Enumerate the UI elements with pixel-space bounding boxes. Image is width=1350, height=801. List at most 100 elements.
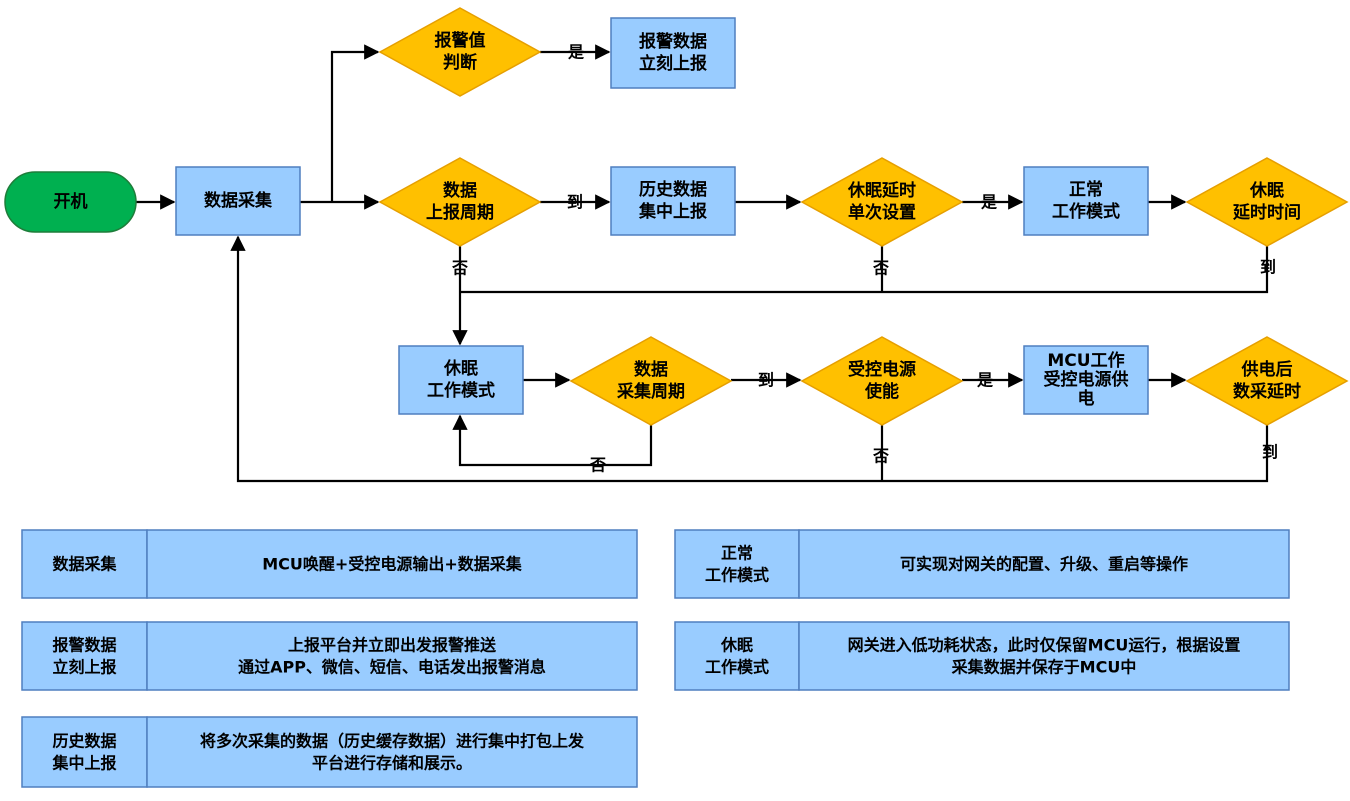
decision-diamond [569, 336, 733, 426]
legend-desc: 通过APP、微信、短信、电话发出报警消息 [238, 658, 546, 677]
legend-term: 数据采集 [52, 555, 117, 574]
node-label: 受控电源 [848, 359, 916, 380]
legend-term: 正常 [721, 544, 753, 563]
node-label: 休眠 [1249, 180, 1284, 201]
process-box [175, 166, 301, 236]
edge-label-no: 否 [589, 456, 606, 475]
node-label: 判断 [443, 52, 477, 73]
node-collect: 数据采集 [175, 166, 301, 236]
node-label: 数据采集 [204, 190, 273, 211]
node-label: 工作模式 [1052, 201, 1120, 222]
node-label: 上报周期 [426, 202, 494, 223]
legend-term: 报警数据 [52, 636, 116, 655]
edge-label-yes: 是 [980, 193, 997, 212]
legend-term-cell [21, 716, 148, 788]
legend-desc-cell [798, 529, 1290, 599]
legend-desc: 上报平台并立即出发报警推送 [288, 636, 497, 655]
legend-term: 工作模式 [705, 658, 769, 677]
legend-term-cell [674, 529, 800, 599]
process-box [610, 166, 736, 236]
edge-label-no: 否 [872, 447, 889, 466]
decision-diamond [378, 7, 542, 97]
node-label: 开机 [54, 191, 88, 212]
decision-diamond [1185, 336, 1349, 426]
legend-term-cell [21, 529, 148, 599]
decision-diamond [1185, 157, 1349, 247]
edge-delay-time-arrive [460, 246, 1269, 294]
legend-desc-cell [146, 529, 638, 599]
node-label: 电 [1078, 388, 1095, 409]
legend-desc-cell [146, 716, 638, 788]
legend-desc-cell [146, 621, 638, 691]
node-label: 受控电源供 [1044, 369, 1129, 390]
process-box [1023, 166, 1149, 236]
edge-power-delay-arrive [230, 235, 1269, 483]
process-box [398, 345, 524, 415]
legend-desc: 采集数据并保存于MCU中 [951, 658, 1137, 677]
node-label: 供电后 [1241, 359, 1293, 380]
legend-term: 立刻上报 [52, 658, 116, 677]
node-label: 休眠延时 [847, 180, 916, 201]
edge-collect-cycle-no [452, 414, 653, 467]
node-label: 延时时间 [1232, 202, 1301, 223]
decision-diamond [800, 336, 964, 426]
process-box [610, 17, 736, 89]
legend-desc: 网关进入低功耗状态，此时仅保留MCU运行，根据设置 [848, 636, 1241, 655]
edge-label-arrive: 到 [758, 371, 774, 390]
node-start: 开机 [4, 171, 137, 233]
node-label: 正常 [1069, 179, 1103, 200]
node-label: 单次设置 [848, 202, 916, 223]
legend-term: 休眠 [720, 636, 753, 655]
legend-term: 工作模式 [705, 566, 769, 585]
edge-labels: 是到是否否到到是否否到 [451, 43, 1278, 475]
edge-label-no: 否 [872, 259, 889, 278]
nodes: 开机数据采集报警值判断报警数据立刻上报数据上报周期历史数据集中上报休眠延时单次设… [4, 7, 1349, 426]
legend-desc: 可实现对网关的配置、升级、重启等操作 [900, 555, 1188, 574]
node-label: 数据 [443, 180, 477, 201]
legend-term: 集中上报 [51, 754, 116, 773]
process-box [1023, 345, 1149, 415]
legend-desc: 平台进行存储和展示。 [312, 754, 472, 773]
node-label: 立刻上报 [639, 53, 707, 74]
edges [136, 44, 1269, 483]
legend-desc-cell [798, 621, 1290, 691]
edge-label-yes: 是 [976, 371, 993, 390]
node-label: 集中上报 [638, 201, 707, 222]
edge-label-arrive: 到 [567, 193, 583, 212]
node-label: 报警数据 [639, 31, 707, 52]
legend-desc: MCU唤醒+受控电源输出+数据采集 [262, 555, 522, 574]
legend-term-cell [674, 621, 800, 691]
node-label: 工作模式 [427, 380, 495, 401]
edge-label-yes: 是 [567, 43, 584, 62]
node-label: MCU工作 [1047, 350, 1124, 371]
node-label: 数采延时 [1233, 381, 1301, 402]
node-label: 报警值 [435, 30, 486, 51]
terminal-shape [4, 171, 137, 233]
legend-desc: 将多次采集的数据（历史缓存数据）进行集中打包上发 [200, 732, 585, 751]
legend-row: 数据采集 MCU唤醒+受控电源输出+数据采集 [21, 529, 638, 599]
node-label: 休眠 [443, 358, 478, 379]
edge-label-arrive: 到 [1260, 258, 1276, 277]
node-label: 历史数据 [639, 179, 707, 200]
node-label: 使能 [864, 381, 899, 402]
legend-term: 历史数据 [52, 732, 116, 751]
edge-label-arrive: 到 [1262, 443, 1278, 462]
